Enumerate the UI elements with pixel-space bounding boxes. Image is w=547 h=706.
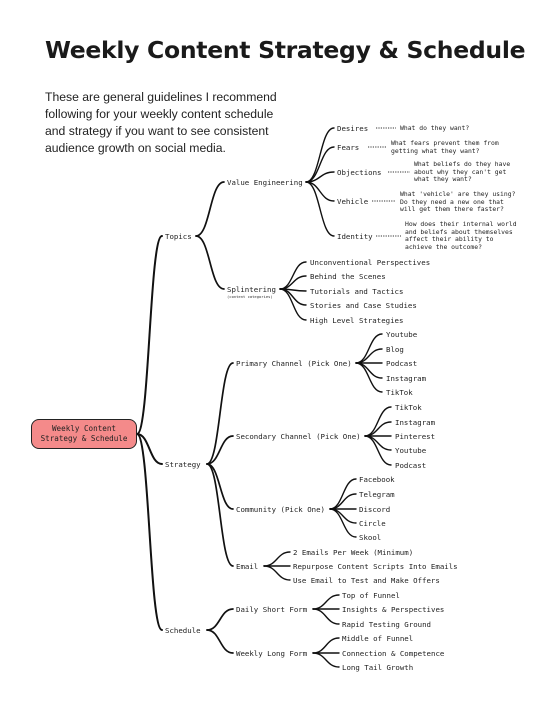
node-secondary-instagram[interactable]: Instagram: [395, 418, 436, 427]
node-top-of-funnel[interactable]: Top of Funnel: [342, 591, 400, 600]
node-community-circle[interactable]: Circle: [359, 519, 386, 528]
node-email-offers[interactable]: Use Email to Test and Make Offers: [293, 576, 440, 585]
node-community-telegram[interactable]: Telegram: [359, 490, 395, 499]
connector-primary-0: [355, 333, 383, 364]
node-email[interactable]: Email: [236, 562, 259, 571]
node-stories-and-case-studies[interactable]: Stories and Case Studies: [310, 301, 417, 310]
connector-splinter-1: [279, 275, 307, 290]
connector-root-1: [136, 433, 163, 465]
node-email-repurpose[interactable]: Repurpose Content Scripts Into Emails: [293, 562, 458, 571]
connector-weekly-0: [312, 637, 340, 654]
connector-secondary-0: [364, 406, 392, 437]
node-insights-perspectives[interactable]: Insights & Perspectives: [342, 605, 445, 614]
node-fears[interactable]: Fears: [337, 143, 360, 152]
connector-schedule-1: [206, 629, 234, 654]
node-rapid-testing-ground[interactable]: Rapid Testing Ground: [342, 620, 431, 629]
connector-strategy-2: [206, 463, 234, 510]
connector-value-4: [305, 181, 335, 237]
connector-primary-1: [355, 348, 383, 364]
node-primary-instagram[interactable]: Instagram: [386, 374, 427, 383]
node-connection-competence[interactable]: Connection & Competence: [342, 649, 445, 658]
intro-text: These are general guidelines I recommend…: [45, 90, 277, 155]
connector-daily-2: [312, 608, 340, 625]
node-secondary-podcast[interactable]: Podcast: [395, 461, 427, 470]
connector-community-4: [329, 508, 357, 538]
node-identity[interactable]: Identity: [337, 232, 373, 241]
branch-schedule[interactable]: Schedule: [165, 626, 201, 635]
connector-splinter-0: [279, 261, 307, 290]
connector-strategy-1: [206, 435, 234, 465]
note-desires: What do they want?: [400, 124, 470, 132]
node-primary-blog[interactable]: Blog: [386, 345, 404, 354]
connector-email-2: [263, 565, 291, 581]
connector-community-3: [329, 508, 357, 524]
root-node-line-1: Weekly Content: [51, 424, 116, 433]
root-node-line-2: Strategy & Schedule: [40, 434, 128, 443]
connector-email-0: [263, 551, 291, 567]
connector-schedule-0: [206, 608, 234, 631]
node-weekly-long-form[interactable]: Weekly Long Form: [236, 649, 308, 658]
node-tutorials-and-tactics[interactable]: Tutorials and Tactics: [310, 287, 404, 296]
node-primary-youtube[interactable]: Youtube: [386, 330, 418, 339]
connector-community-1: [329, 493, 357, 510]
node-community-skool[interactable]: Skool: [359, 533, 382, 542]
connector-primary-3: [355, 362, 383, 379]
note-objections: What beliefs do they have about why they…: [414, 160, 511, 183]
branch-topics[interactable]: Topics: [165, 232, 192, 241]
node-community[interactable]: Community (Pick One): [236, 505, 325, 514]
connector-value-1: [305, 146, 335, 183]
node-secondary-tiktok[interactable]: TikTok: [395, 403, 422, 412]
node-primary-tiktok[interactable]: TikTok: [386, 388, 413, 397]
node-splintering[interactable]: Splintering: [227, 285, 276, 294]
node-primary-podcast[interactable]: Podcast: [386, 359, 418, 368]
node-long-tail-growth[interactable]: Long Tail Growth: [342, 663, 414, 672]
node-high-level-strategies[interactable]: High Level Strategies: [310, 316, 404, 325]
connector-strategy-0: [206, 362, 234, 465]
note-fears: What fears prevent them from getting wha…: [391, 139, 499, 155]
node-secondary-pinterest[interactable]: Pinterest: [395, 432, 436, 441]
connector-root-2: [136, 433, 163, 631]
node-community-discord[interactable]: Discord: [359, 505, 391, 514]
node-secondary-channel[interactable]: Secondary Channel (Pick One): [236, 432, 361, 441]
connector-topics-1: [195, 235, 225, 290]
node-unconventional-perspectives[interactable]: Unconventional Perspectives: [310, 258, 431, 267]
connector-secondary-3: [364, 435, 392, 451]
connector-value-0: [305, 127, 335, 183]
node-value-engineering[interactable]: Value Engineering: [227, 178, 303, 187]
node-objections[interactable]: Objections: [337, 168, 382, 177]
connector-daily-0: [312, 594, 340, 610]
node-secondary-youtube[interactable]: Youtube: [395, 446, 427, 455]
node-behind-the-scenes[interactable]: Behind the Scenes: [310, 272, 386, 281]
note-vehicle: What 'vehicle' are they using? Do they n…: [400, 190, 516, 213]
connector-root-0: [136, 235, 163, 435]
node-middle-of-funnel[interactable]: Middle of Funnel: [342, 634, 414, 643]
node-daily-short-form[interactable]: Daily Short Form: [236, 605, 308, 614]
branch-strategy[interactable]: Strategy: [165, 460, 201, 469]
node-desires[interactable]: Desires: [337, 124, 369, 133]
page-title: Weekly Content Strategy & Schedule: [45, 36, 526, 64]
connector-weekly-2: [312, 652, 340, 668]
node-vehicle[interactable]: Vehicle: [337, 197, 369, 206]
note-identity: How does their internal world and belief…: [405, 220, 517, 251]
connector-strategy-3: [206, 463, 234, 567]
node-primary-channel[interactable]: Primary Channel (Pick One): [236, 359, 352, 368]
connector-splinter-4: [279, 288, 307, 321]
splintering-note: (content categories): [227, 294, 273, 299]
connector-primary-4: [355, 362, 383, 393]
root-node[interactable]: Weekly Content Strategy & Schedule: [31, 419, 137, 449]
connector-secondary-1: [364, 421, 392, 437]
connector-secondary-4: [364, 435, 392, 466]
node-community-facebook[interactable]: Facebook: [359, 475, 395, 484]
connector-topics-0: [195, 181, 225, 237]
node-email-frequency[interactable]: 2 Emails Per Week (Minimum): [293, 548, 414, 557]
